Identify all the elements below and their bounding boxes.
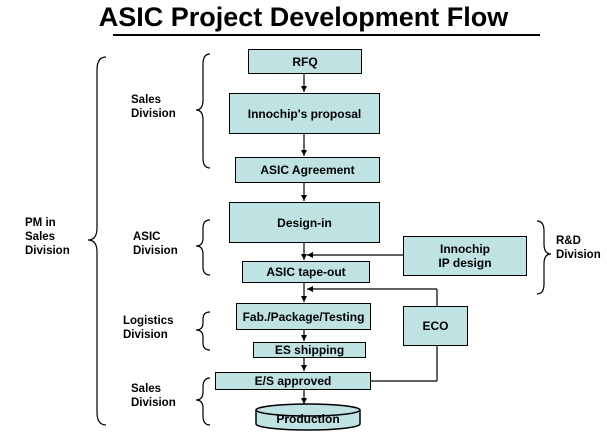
brace-asic	[195, 219, 211, 276]
es-shipping-box: ES shipping	[253, 342, 366, 358]
brace-sales-top	[195, 53, 211, 169]
brace-rd	[536, 220, 552, 295]
label-logistics-division: Logistics Division	[123, 315, 174, 341]
brace-sales-bottom	[195, 377, 211, 426]
agreement-box: ASIC Agreement	[235, 157, 380, 183]
tape-out-box: ASIC tape-out	[242, 261, 370, 283]
label-rd-division: R&D Division	[556, 235, 601, 261]
label-asic-division: ASIC Division	[133, 231, 178, 257]
page-title: ASIC Project Development Flow	[98, 2, 509, 32]
fab-box: Fab./Package/Testing	[236, 303, 371, 330]
production-label: Production	[276, 412, 340, 426]
ip-design-box: Innochip IP design	[403, 236, 527, 276]
label-pm-sales-division: PM in Sales Division	[25, 217, 70, 257]
brace-logistics	[195, 311, 211, 351]
production-cylinder	[255, 403, 361, 431]
es-approved-box: E/S approved	[215, 372, 371, 390]
eco-box: ECO	[403, 306, 468, 346]
brace-pm	[87, 56, 107, 426]
label-sales-division-top: Sales Division	[131, 94, 176, 120]
label-sales-division-bottom: Sales Division	[131, 383, 176, 409]
title-underline	[113, 34, 540, 36]
rfq-box: RFQ	[248, 49, 362, 74]
design-in-box: Design-in	[229, 202, 380, 243]
proposal-box: Innochip's proposal	[229, 93, 380, 134]
